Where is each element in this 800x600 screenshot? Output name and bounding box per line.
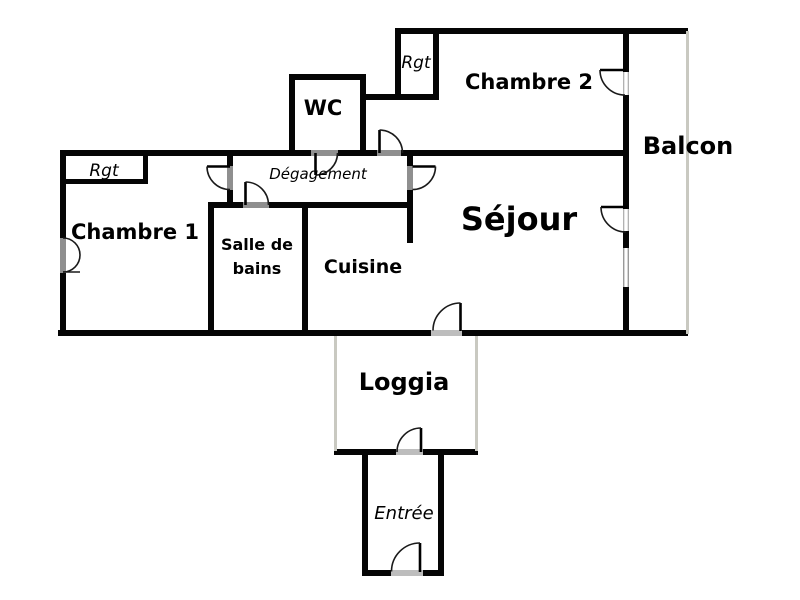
wall-cuisine-sejour (407, 150, 413, 243)
label-sejour: Séjour (461, 200, 577, 238)
wall-degagement-bottom (208, 202, 413, 208)
opening-wc-door (311, 150, 338, 156)
label-degagement: Dégagement (269, 165, 368, 183)
wall-loggia-right-light (475, 336, 478, 451)
label-chambre1: Chambre 1 (71, 220, 199, 244)
opening-chambre1-window (60, 238, 66, 273)
label-rgt-chambre2: Rgt (401, 53, 432, 73)
opening-balcony-door-chambre2 (623, 72, 629, 95)
wall-entree-left (362, 449, 368, 576)
wall-rgt2-bottom-step (363, 94, 439, 100)
opening-loggia-door-threshold (431, 330, 462, 336)
window-chambre1-casements (62, 237, 81, 273)
door-entree-front (390, 542, 422, 572)
opening-chambre1-door (227, 166, 233, 190)
wall-sdb-left (208, 202, 214, 336)
wall-rgt2-right (433, 28, 439, 100)
door-wc (314, 152, 339, 176)
wall-middle-horizontal (60, 150, 629, 156)
wall-bottom-exterior (58, 330, 688, 336)
label-sdb-line1: Salle de (221, 235, 293, 254)
door-loggia-entree (396, 427, 423, 453)
wall-wc-right (360, 74, 366, 156)
wall-rgt2-left (395, 28, 401, 100)
label-entree: Entrée (374, 503, 433, 524)
wall-rgt1-right (143, 150, 148, 184)
opening-entree-front-threshold (391, 570, 423, 576)
openings (60, 72, 629, 576)
walls (58, 28, 688, 576)
wall-wc-left (289, 74, 295, 156)
opening-sdb-door (243, 202, 269, 208)
light-walls (334, 31, 689, 451)
wall-balcony-right-light (686, 31, 689, 334)
opening-sejour-window (623, 248, 629, 287)
door-chambre1 (206, 165, 231, 191)
opening-sejour-door (407, 166, 413, 190)
door-sejour-degagement (412, 165, 437, 191)
label-chambre2: Chambre 2 (465, 70, 593, 94)
label-rgt-chambre1: Rgt (89, 161, 120, 181)
wall-rgt1-bottom (60, 179, 148, 184)
wall-cuisine-left (302, 202, 308, 336)
door-chambre2-entrance (378, 129, 404, 154)
opening-balcony-door-sejour (623, 209, 629, 231)
opening-loggia-entree-threshold (396, 449, 423, 455)
label-loggia: Loggia (359, 368, 450, 396)
label-wc: WC (304, 96, 343, 120)
door-balcony-sejour (600, 205, 627, 233)
label-sdb-line2: bains (233, 259, 282, 278)
door-loggia (432, 302, 462, 331)
wall-wc-top (289, 74, 366, 80)
door-salle-de-bains (244, 181, 270, 206)
door-balcony-chambre2 (599, 68, 626, 96)
wall-entree-right (438, 449, 444, 576)
room-labels: Chambre 1 Chambre 2 Séjour Balcon Cuisin… (71, 53, 733, 524)
doors (62, 68, 627, 572)
wall-top-exterior (395, 28, 688, 34)
label-cuisine: Cuisine (324, 256, 402, 278)
label-balcon: Balcon (643, 132, 734, 160)
opening-chambre2-door (377, 150, 401, 156)
wall-loggia-left-light (334, 336, 337, 451)
wall-balcony-left (623, 28, 629, 336)
